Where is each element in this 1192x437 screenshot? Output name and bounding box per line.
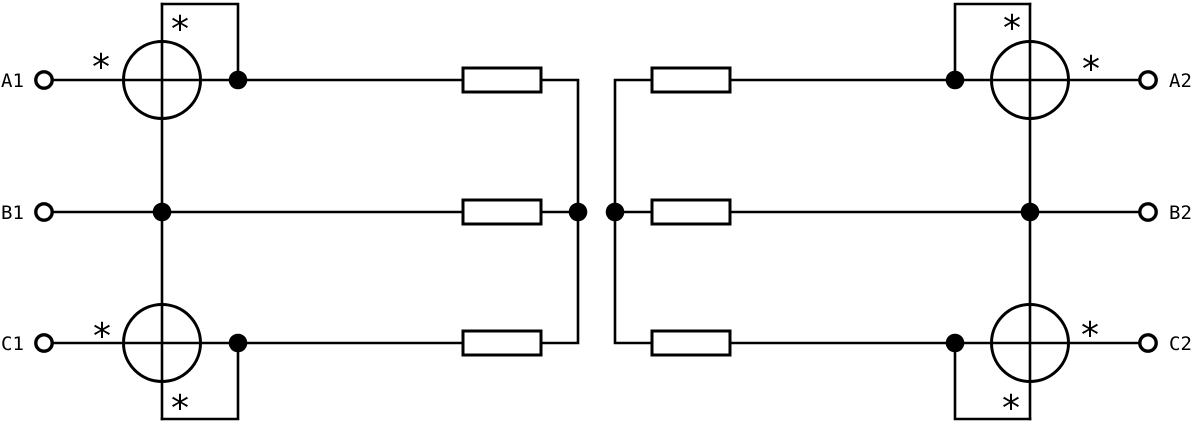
wattmeter-coil-w3	[990, 40, 1070, 120]
terminal-c2-label: C2	[1169, 333, 1192, 355]
junction-dot-w1-out	[228, 70, 248, 90]
terminal-c1-label: C1	[1, 333, 24, 355]
voltage-loop-w1	[160, 2, 240, 82]
voltage-loop-w2	[160, 341, 240, 421]
terminal-a1	[34, 70, 54, 90]
terminal-b2	[1138, 202, 1158, 222]
polarity-mark-w2-line: *	[93, 316, 111, 357]
resistor-right-c	[650, 329, 732, 357]
polarity-mark-w3-line: *	[1082, 49, 1100, 90]
terminals-group	[34, 70, 1158, 353]
voltage-loop-w4	[953, 341, 1032, 421]
polarity-mark-w1-line: *	[92, 47, 110, 88]
resistor-left-c	[461, 329, 543, 357]
polarity-mark-w3-loop: *	[1003, 8, 1021, 49]
terminal-b1	[34, 202, 54, 222]
terminal-a2-label: A2	[1169, 70, 1192, 92]
terminal-a2	[1138, 70, 1158, 90]
terminal-b1-label: B1	[1, 202, 24, 224]
polarity-marks-group: * * * * * * * *	[92, 8, 1100, 429]
junction-dot-left-star	[568, 202, 588, 222]
junction-dots-group	[152, 70, 1040, 353]
resistor-left-b	[461, 198, 543, 226]
wattmeters-group	[122, 40, 1070, 383]
wattmeter-coil-w1	[122, 40, 202, 120]
terminal-c2	[1138, 333, 1158, 353]
terminal-b2-label: B2	[1169, 202, 1192, 224]
terminal-a1-label: A1	[1, 70, 24, 92]
resistor-right-a	[650, 66, 732, 94]
junction-dot-b1-tap	[152, 202, 172, 222]
polarity-mark-w4-loop: *	[1002, 388, 1020, 429]
junction-dot-b2-tap	[1020, 202, 1040, 222]
resistor-right-b	[650, 198, 732, 226]
wires-group	[50, 2, 1142, 421]
junction-dot-right-star	[605, 202, 625, 222]
resistors-group	[461, 66, 732, 357]
polarity-mark-w4-line: *	[1081, 315, 1099, 356]
junction-dot-w2-out	[228, 333, 248, 353]
wattmeter-coil-w2	[122, 303, 202, 383]
resistor-left-a	[461, 66, 543, 94]
junction-dot-w4-in	[945, 333, 965, 353]
junction-dot-w3-in	[945, 70, 965, 90]
wattmeter-coil-w4	[990, 303, 1070, 383]
polarity-mark-w1-loop: *	[171, 9, 189, 50]
polarity-mark-w2-loop: *	[171, 388, 189, 429]
terminal-labels-group: A1 B1 C1 A2 B2 C2	[1, 70, 1192, 355]
terminal-c1	[34, 333, 54, 353]
voltage-loop-w3	[953, 2, 1032, 82]
